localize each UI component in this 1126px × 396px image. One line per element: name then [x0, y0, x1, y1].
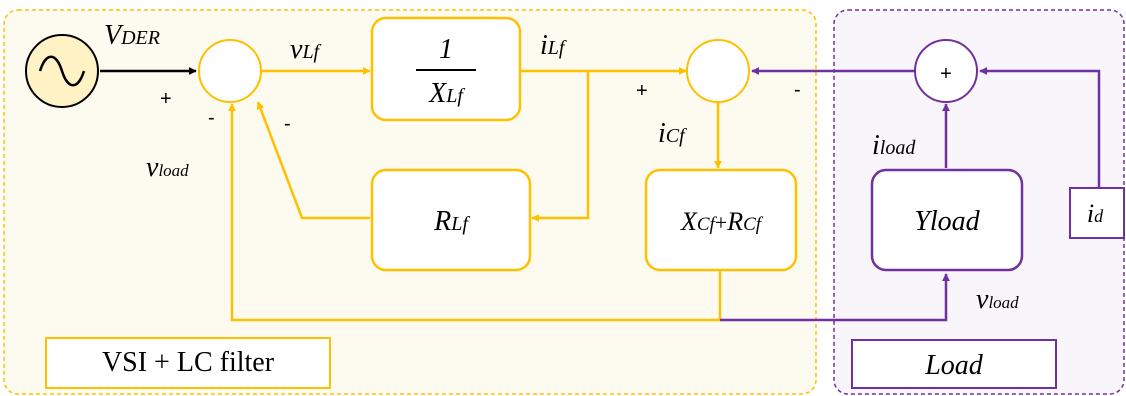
- wire-vload-to-yload: [720, 273, 950, 322]
- wire-ilf-to-rlf: [531, 71, 590, 222]
- load-title-box: [851, 339, 1057, 389]
- svg-text:1: 1: [439, 34, 453, 65]
- vload-left-label: vload: [146, 152, 189, 183]
- svg-text:RLf: RLf: [433, 206, 470, 237]
- svg-text:XLf: XLf: [428, 78, 465, 109]
- sum2-minus-load: -: [794, 79, 801, 101]
- block-inv-xlf: 1 XLf: [370, 16, 522, 122]
- summing-junction-3: [914, 39, 978, 103]
- sum1-minus-rlf: -: [284, 113, 291, 135]
- wire-id: [979, 67, 1101, 188]
- summing-junction-1: [198, 39, 262, 103]
- vload-right-label: vload: [976, 284, 1019, 315]
- svg-text:XCf+RCf: XCf+RCf: [680, 207, 764, 236]
- icf-label: iCf: [658, 118, 687, 149]
- filter-title-box: [45, 337, 331, 389]
- sum2-plus-ilf: +: [636, 80, 648, 102]
- summing-junction-2: [686, 39, 750, 103]
- block-xcf-rcf: XCf+RCf: [644, 168, 798, 272]
- ilf-label: iLf: [540, 30, 567, 61]
- ac-source: [25, 34, 99, 108]
- wire-vload-feedback: [228, 103, 722, 322]
- filter-title: VSI + LC filter: [102, 347, 275, 378]
- sum1-minus-vload: -: [208, 107, 215, 129]
- vlf-label: vLf: [290, 34, 322, 65]
- svg-text:Yload: Yload: [914, 206, 980, 237]
- sine-wave-icon: [38, 55, 86, 87]
- svg-text:id: id: [1087, 199, 1104, 228]
- load-title: Load: [924, 350, 984, 381]
- sum1-plus-sign: +: [160, 88, 172, 110]
- iload-label: iload: [872, 130, 916, 161]
- vder-label: VDER: [104, 20, 160, 51]
- block-yload: Yload: [870, 168, 1024, 272]
- sum3-plus-symbol: +: [940, 63, 952, 85]
- wire-rlf-feedback: [256, 101, 370, 220]
- block-rlf: RLf: [370, 168, 532, 272]
- block-id: id: [1069, 187, 1125, 239]
